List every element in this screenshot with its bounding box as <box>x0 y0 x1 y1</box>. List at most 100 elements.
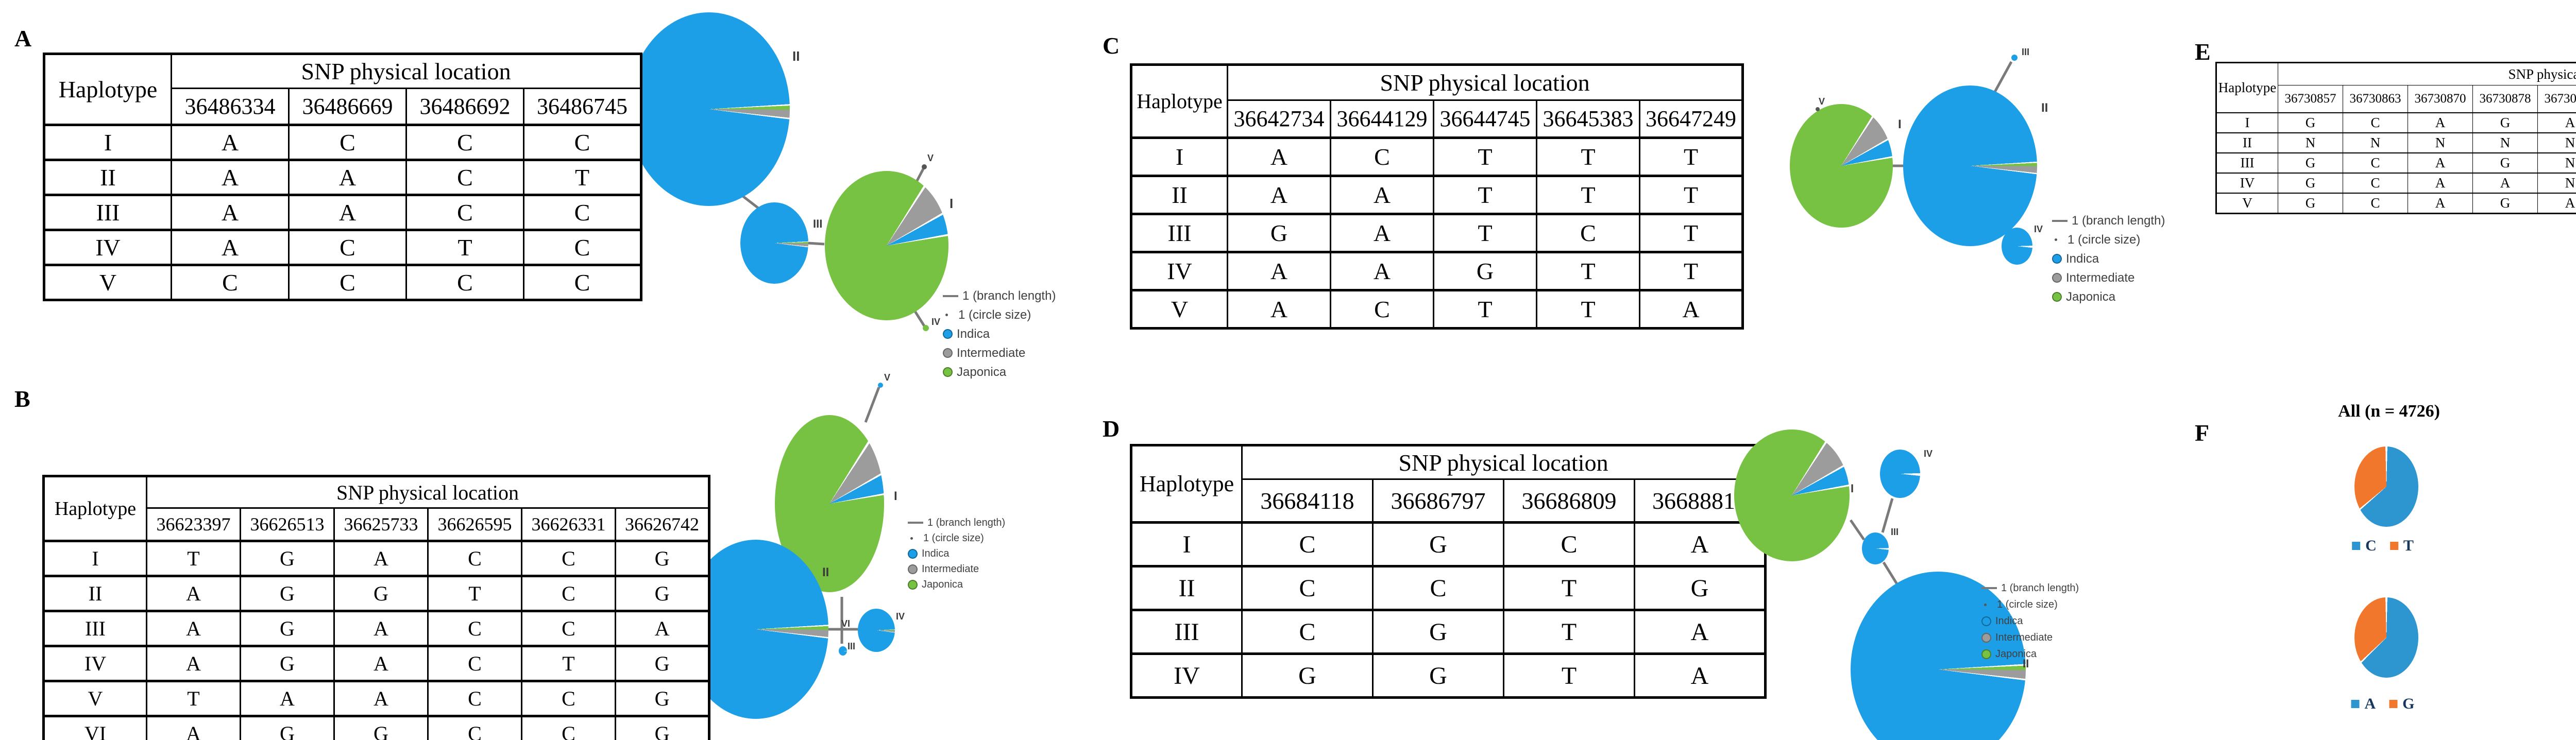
allele-cell: G <box>2278 112 2343 133</box>
allele-cell: C <box>1241 521 1374 567</box>
node-label-B-III: III <box>848 641 856 651</box>
allele-cell: T <box>522 159 642 196</box>
network-node-C-II <box>1903 85 2037 246</box>
snp-position-header: 36486692 <box>405 88 524 126</box>
allele-cell: C <box>2343 193 2408 214</box>
haplotype-id-cell: III <box>2216 152 2278 174</box>
haplotype-id-cell: III <box>43 194 172 231</box>
legend-item-label: Indica <box>922 547 950 559</box>
allele-cell: A <box>1633 609 1767 655</box>
allele-cell: T <box>1536 289 1640 329</box>
haplotype-id-cell: I <box>1130 136 1228 177</box>
legend-item-circle-size: 1 (circle size) <box>1981 596 2079 613</box>
haplotype-id-cell: I <box>2216 112 2278 133</box>
legend-item-label: 1 (circle size) <box>2067 232 2141 247</box>
haplotype-id-cell: II <box>2216 132 2278 153</box>
haplotype-id-cell: I <box>1130 521 1243 567</box>
snp-position-header: 36486669 <box>288 88 407 126</box>
allele-cell: C <box>522 264 642 301</box>
snp-position-header: 36626331 <box>521 507 616 542</box>
allele-cell: G <box>333 715 429 740</box>
allele-cell: G <box>2472 112 2538 133</box>
indica-icon <box>943 329 953 339</box>
allele-cell: T <box>1433 213 1537 253</box>
node-label-C-I: I <box>1898 117 1902 131</box>
allele-cell: C <box>1330 136 1434 177</box>
allele-cell: G <box>614 680 710 717</box>
snp-position-header: 36626513 <box>240 507 335 542</box>
legend-item-branch-length: 1 (branch length) <box>1981 580 2079 596</box>
allele-cell: G <box>1227 213 1331 253</box>
panel-label-b: B <box>14 386 30 412</box>
snp-position-header: 36626742 <box>614 507 710 542</box>
allele-cell: T <box>146 680 241 717</box>
allele-cell: C <box>521 575 616 612</box>
allele-cell: T <box>1536 251 1640 291</box>
haplotype-header: Haplotype <box>1130 444 1243 523</box>
allele-cell: A <box>1330 251 1434 291</box>
network-node-D-I <box>1734 429 1850 561</box>
legend-item-intermediate: Intermediate <box>908 561 1005 577</box>
snp-position-header: 36626595 <box>427 507 522 542</box>
node-label-B-V: V <box>884 372 891 383</box>
allele-cell: G <box>1372 521 1504 567</box>
haplotype-row: IIIGCAGNCTTG <box>2216 152 2576 174</box>
allele-cell: N <box>2537 132 2576 153</box>
node-label-D-III: III <box>1891 527 1899 537</box>
allele-cell: C <box>1241 609 1374 655</box>
allele-cell: C <box>2343 112 2408 133</box>
allele-cell: A <box>171 194 290 231</box>
legend-item-indica: Indica <box>1981 613 2079 629</box>
snp-location-header: SNP physical location <box>2277 62 2576 85</box>
allele-cell: A <box>333 680 429 717</box>
haplotype-header: Haplotype <box>43 53 172 126</box>
snp-position-header: 36730857 <box>2278 85 2343 113</box>
snp-position-header: 36730863 <box>2343 85 2408 113</box>
snp-position-header: 36644129 <box>1330 99 1434 139</box>
node-label-A-V: V <box>927 153 934 163</box>
allele-frequency-pie-0-0 <box>2354 446 2418 527</box>
allele-cell: A <box>146 575 241 612</box>
allele-cell: A <box>2472 173 2538 194</box>
allele-cell: A <box>2408 112 2473 133</box>
allele-cell: C <box>427 540 522 577</box>
branch-line <box>1881 498 1894 533</box>
allele-cell: A <box>288 159 407 196</box>
allele-cell: C <box>1536 213 1640 253</box>
node-label-D-IV: IV <box>1924 449 1933 459</box>
allele-cell: A <box>171 159 290 196</box>
haplotype-id-cell: III <box>1130 213 1228 253</box>
legend-item-label: Japonica <box>1995 648 2037 660</box>
japonica-icon <box>2052 292 2062 302</box>
legend-item-label: Indica <box>1995 615 2023 627</box>
intermediate-icon <box>2052 273 2062 283</box>
haplotype-row: VGCAGACCCA <box>2216 193 2576 214</box>
haplotype-id-cell: V <box>1130 289 1228 329</box>
allele-cell: T <box>1503 609 1635 655</box>
allele-cell: G <box>240 610 335 647</box>
snp-position-header: 36644745 <box>1433 99 1537 139</box>
allele-cell: A <box>333 610 429 647</box>
legend-item-label: 1 (circle size) <box>923 532 984 544</box>
node-label-C-III: III <box>2022 47 2030 57</box>
snp-position-header: 36625733 <box>333 507 429 542</box>
snp-position-header: 36730966 <box>2537 85 2576 113</box>
node-label-B-VI: VI <box>841 618 851 629</box>
legend-item-label: Indica <box>2066 251 2099 266</box>
haplotype-id-cell: IV <box>43 229 172 266</box>
network-node-D-IV <box>1880 450 1920 498</box>
node-label-C-V: V <box>1819 96 1825 107</box>
legend-item-label: 1 (circle size) <box>958 307 1031 322</box>
snp-location-header: SNP physical location <box>145 475 710 509</box>
legend-item-label: 1 (circle size) <box>1997 598 2058 610</box>
allele-cell: G <box>240 540 335 577</box>
haplotype-id-cell: III <box>1130 609 1243 655</box>
